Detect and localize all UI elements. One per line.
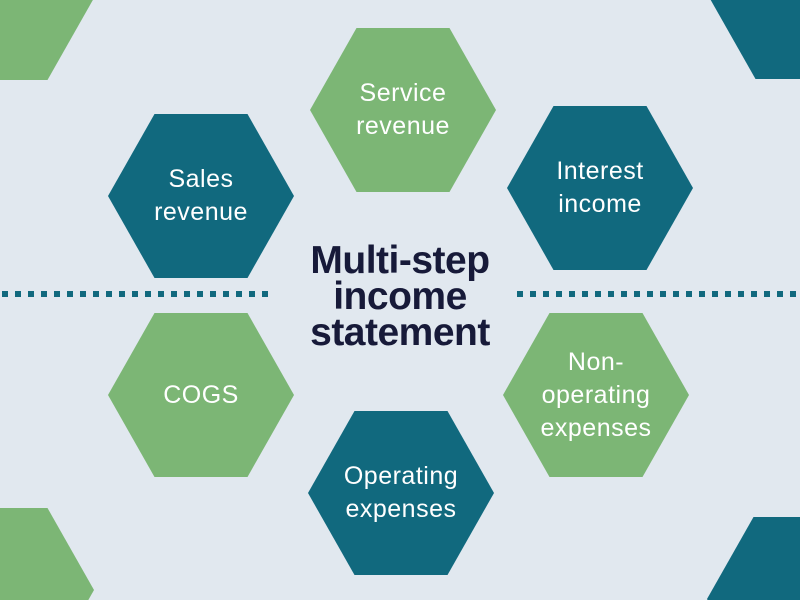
hexagon-operating-expenses: Operating expenses <box>308 411 494 575</box>
hexagon-sales-revenue: Sales revenue <box>108 114 294 278</box>
label-line: Sales <box>168 165 234 193</box>
hexagon-interest-income: Interest income <box>507 106 693 270</box>
title-line: Multi-step <box>310 239 490 282</box>
label-line: operating <box>541 380 651 409</box>
hexagon-label: Interest income <box>556 155 643 221</box>
hexagon-label: COGS <box>163 379 239 412</box>
dotted-divider-right <box>517 291 798 297</box>
title-line: statement <box>310 311 490 354</box>
corner-hexagon-bottom-right <box>707 517 800 600</box>
label-line: expenses <box>540 413 652 442</box>
corner-hexagon-bottom-left <box>0 508 94 600</box>
hexagon-cogs: COGS <box>108 313 294 477</box>
label-line: Interest <box>556 157 644 185</box>
corner-hexagon-top-right <box>709 0 800 79</box>
hexagon-label: Non- operating expenses <box>540 346 651 445</box>
hexagon-label: Sales revenue <box>154 163 248 229</box>
hexagon-non-operating-expenses: Non- operating expenses <box>503 313 689 477</box>
title-line: income <box>333 275 467 318</box>
label-line: revenue <box>356 112 450 140</box>
dotted-divider-left <box>2 291 274 297</box>
label-line: Operating <box>343 462 459 490</box>
label-line: expenses <box>345 495 457 523</box>
label-line: income <box>558 190 642 218</box>
hexagon-label: Operating expenses <box>344 460 458 526</box>
label-line: COGS <box>163 380 239 409</box>
hexagon-service-revenue: Service revenue <box>310 28 496 192</box>
corner-hexagon-top-left <box>0 0 94 80</box>
label-line: revenue <box>154 198 248 226</box>
diagram-title: Multi-step income statement <box>310 239 490 354</box>
label-line: Service <box>359 79 447 107</box>
label-line: Non- <box>567 347 625 376</box>
hexagon-label: Service revenue <box>356 77 450 143</box>
